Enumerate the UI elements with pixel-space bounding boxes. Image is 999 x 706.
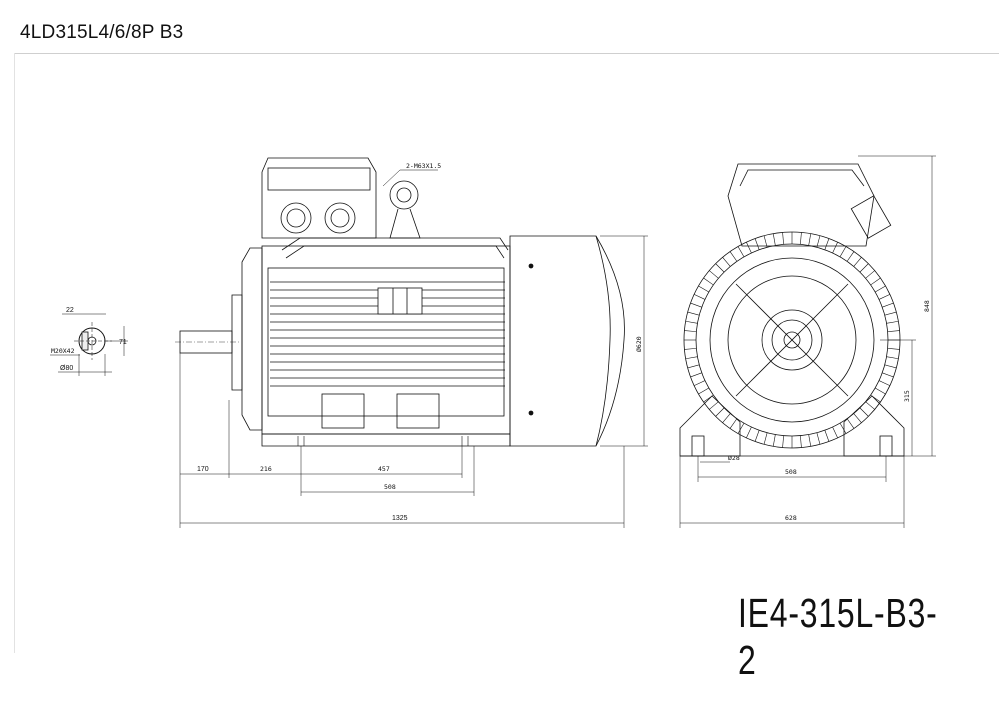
cooling-fin bbox=[722, 413, 731, 423]
label-cable-gland: 2-M63X1.5 bbox=[406, 162, 441, 170]
cooling-fin bbox=[709, 401, 719, 410]
cooling-fin bbox=[853, 257, 862, 267]
cooling-fin bbox=[824, 430, 830, 442]
cooling-fin bbox=[846, 418, 855, 429]
front-view bbox=[679, 163, 905, 457]
cooling-fin bbox=[754, 430, 760, 442]
cooling-fin bbox=[846, 251, 855, 262]
cooling-fin bbox=[715, 407, 725, 417]
cooling-fin bbox=[737, 246, 745, 258]
cooling-fin bbox=[887, 330, 900, 332]
cooling-fin bbox=[816, 432, 821, 445]
label-shaft-height: 315 bbox=[903, 390, 911, 402]
cooling-fin bbox=[763, 235, 768, 248]
cooling-fin bbox=[886, 320, 899, 324]
cooling-fin bbox=[746, 426, 752, 439]
label-foot-hole: Ø28 bbox=[728, 454, 740, 462]
cooling-fin bbox=[715, 263, 725, 273]
cooling-fin bbox=[782, 435, 784, 448]
cooling-fin bbox=[772, 233, 776, 246]
label-key-width: 22 bbox=[66, 307, 74, 314]
front-dimensions bbox=[679, 155, 936, 528]
cooling-fin bbox=[709, 270, 719, 279]
side-view bbox=[175, 157, 625, 447]
label-foot-span: 508 bbox=[785, 468, 797, 476]
label-overall-width: 628 bbox=[785, 514, 797, 522]
cooling-fin bbox=[690, 372, 702, 378]
cooling-fin bbox=[746, 241, 752, 254]
cooling-fin bbox=[878, 294, 891, 300]
page-title: 4LD315L4/6/8P B3 bbox=[20, 22, 184, 43]
label-shaft-dia: Ø80 bbox=[60, 365, 73, 372]
cooling-fin bbox=[839, 422, 847, 434]
cooling-fin bbox=[808, 434, 812, 447]
cooling-fin bbox=[729, 418, 738, 429]
cooling-fin bbox=[865, 270, 875, 279]
side-dimensions bbox=[179, 169, 648, 528]
cooling-fin bbox=[763, 432, 768, 445]
cooling-fin bbox=[684, 330, 697, 332]
cooling-fin bbox=[882, 372, 894, 378]
cooling-fin bbox=[690, 302, 702, 308]
header-divider bbox=[14, 53, 999, 54]
left-border bbox=[14, 53, 15, 653]
cooling-fin bbox=[754, 238, 760, 250]
cooling-fin bbox=[693, 380, 706, 386]
label-total-length: 1325 bbox=[392, 515, 408, 522]
cooling-fin bbox=[832, 426, 838, 439]
cooling-fin bbox=[839, 246, 847, 258]
cooling-fin bbox=[824, 238, 830, 250]
cooling-fin bbox=[859, 407, 869, 417]
cooling-fin bbox=[693, 294, 706, 300]
label-height-848: 848 bbox=[923, 300, 931, 312]
label-flange-dia: Ø620 bbox=[635, 336, 643, 352]
cooling-fin bbox=[687, 364, 700, 369]
drawing-code: IE4-315L-B3-2 bbox=[738, 590, 938, 683]
cooling-fin bbox=[687, 311, 700, 316]
cooling-fin bbox=[782, 232, 784, 245]
shaft-section-view bbox=[50, 313, 128, 376]
cooling-fin bbox=[870, 277, 881, 286]
cooling-fin bbox=[737, 422, 745, 434]
cooling-fin bbox=[853, 413, 862, 423]
label-shaft-length: 170 bbox=[197, 466, 209, 473]
cooling-fin bbox=[703, 277, 714, 286]
cooling-fin bbox=[800, 435, 802, 448]
cooling-fin bbox=[800, 232, 802, 245]
cooling-fin bbox=[685, 356, 698, 360]
label-thread: M20X42 bbox=[51, 347, 75, 355]
label-dim-508-side: 508 bbox=[384, 483, 396, 491]
cooling-fin bbox=[698, 387, 710, 395]
cooling-fin bbox=[859, 263, 869, 273]
cooling-fin bbox=[884, 311, 897, 316]
cooling-fin bbox=[886, 356, 899, 360]
cooling-fin bbox=[874, 285, 886, 293]
cooling-fin bbox=[722, 257, 731, 267]
cooling-fin bbox=[808, 233, 812, 246]
cooling-fin bbox=[878, 380, 891, 386]
label-dim-216: 216 bbox=[260, 465, 272, 473]
cooling-fin bbox=[865, 401, 875, 410]
cooling-fin bbox=[772, 434, 776, 447]
cooling-fin bbox=[884, 364, 897, 369]
cooling-fin bbox=[685, 320, 698, 324]
cooling-fin bbox=[882, 302, 894, 308]
label-dim-457: 457 bbox=[378, 465, 390, 473]
cooling-fin bbox=[887, 348, 900, 350]
cooling-fin bbox=[698, 285, 710, 293]
cooling-fin bbox=[729, 251, 738, 262]
cooling-fin bbox=[816, 235, 821, 248]
cooling-fin bbox=[832, 241, 838, 254]
label-key-height: 71 bbox=[119, 339, 127, 346]
cooling-fin bbox=[684, 348, 697, 350]
cooling-fin bbox=[874, 387, 886, 395]
